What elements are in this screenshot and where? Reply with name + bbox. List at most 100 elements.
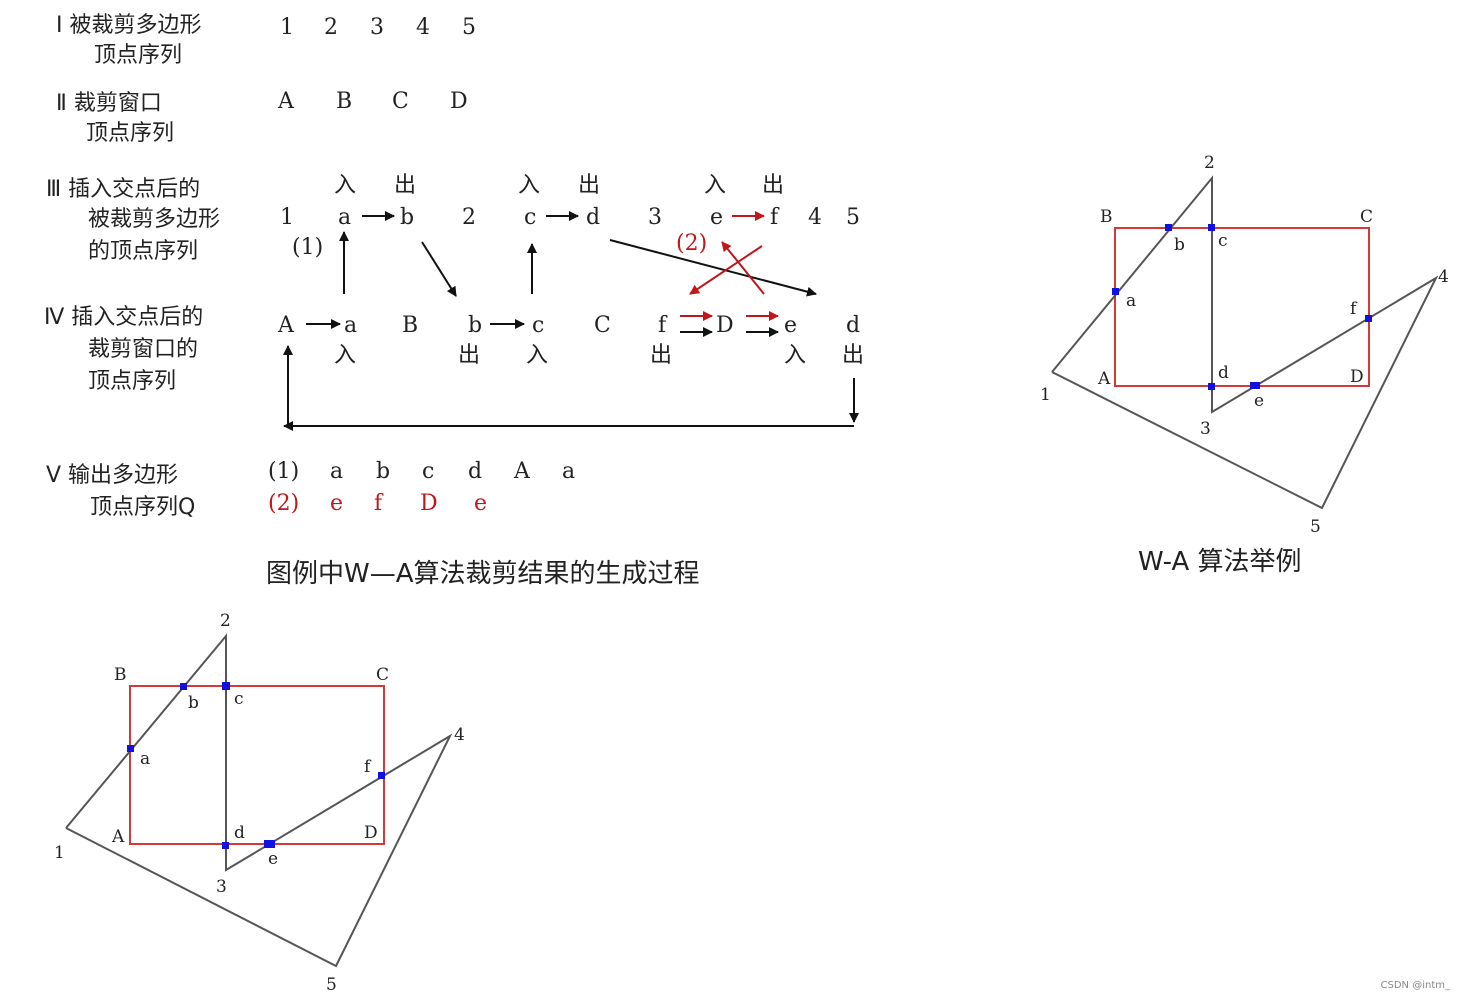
figure-right-intersection: b xyxy=(1174,235,1185,255)
figure-right-vertex: 5 xyxy=(1310,517,1321,537)
row2-vertex: A xyxy=(277,89,295,114)
marker-1: (1) xyxy=(292,235,323,260)
row1-vertex: 5 xyxy=(462,15,476,40)
row1-vertex: 1 xyxy=(280,15,294,40)
row2-label-0: Ⅱ 裁剪窗口 xyxy=(56,91,162,116)
figure-bottom-intersection: a xyxy=(140,749,150,769)
row4-tag: 入 xyxy=(526,343,548,368)
row3-tag: 入 xyxy=(518,173,540,198)
row4-vertex: c xyxy=(532,313,544,338)
row1-vertex: 4 xyxy=(416,15,430,40)
row5-label-1: 顶点序列Q xyxy=(90,495,195,520)
row4-vertex: b xyxy=(468,313,482,338)
row3-label-2: 的顶点序列 xyxy=(88,239,198,264)
row4-label-2: 顶点序列 xyxy=(88,369,176,394)
figure-right-intersection: a xyxy=(1126,291,1136,311)
row1-vertex: 3 xyxy=(370,15,384,40)
row4-vertex: f xyxy=(658,313,668,338)
figure-bottom-vertex: 5 xyxy=(326,975,337,995)
row3-vertex: 5 xyxy=(846,205,860,230)
row4-label-0: Ⅳ 插入交点后的 xyxy=(44,305,203,330)
row3-vertex: a xyxy=(338,205,351,230)
figure-bottom-intersection: b xyxy=(188,693,199,713)
watermark: CSDN @intm_ xyxy=(1380,980,1450,991)
row4-vertex: a xyxy=(344,313,357,338)
marker-2: (2) xyxy=(676,231,707,256)
row4-tag: 入 xyxy=(784,343,806,368)
row4-vertex: e xyxy=(784,313,797,338)
row3-vertex: d xyxy=(586,205,600,230)
figure-bottom-window-label: A xyxy=(111,827,125,847)
figure-bottom-intersection: e xyxy=(268,849,278,869)
figure-right-vertex: 4 xyxy=(1438,267,1449,287)
output-seq-1: b xyxy=(376,459,390,484)
output-seq-1: a xyxy=(562,459,575,484)
output-seq-1: a xyxy=(330,459,343,484)
row3-vertex: b xyxy=(400,205,414,230)
figure-bottom-vertex: 4 xyxy=(454,725,465,745)
row4-vertex: B xyxy=(402,313,418,338)
output-seq-1: c xyxy=(422,459,434,484)
row1-vertex: 2 xyxy=(324,15,338,40)
caption-left: 图例中W—A算法裁剪结果的生成过程 xyxy=(266,559,700,589)
figure-right-window-label: B xyxy=(1100,207,1113,227)
figure-bottom-vertex: 1 xyxy=(54,843,65,863)
row4-arrows xyxy=(283,311,859,431)
row3-label-1: 被裁剪多边形 xyxy=(88,207,220,232)
figure-bottom-window-label: C xyxy=(376,665,389,685)
row4-tag: 出 xyxy=(458,343,480,368)
figure-right-vertex: 1 xyxy=(1040,385,1051,405)
figure-right-vertex: 2 xyxy=(1204,153,1215,173)
row4-vertex: D xyxy=(716,313,734,338)
subject-polygon-bottom xyxy=(65,633,453,968)
row4-vertex: d xyxy=(846,313,860,338)
output-seq-2: e xyxy=(330,491,343,516)
row4-tag: 出 xyxy=(842,343,864,368)
figure-bottom-vertex: 2 xyxy=(220,611,231,631)
output-seq-1: (1) xyxy=(268,459,299,484)
figure-right xyxy=(1051,175,1439,510)
row3-vertex: c xyxy=(524,205,536,230)
row3-vertex: 4 xyxy=(808,205,822,230)
row3-vertex: 1 xyxy=(280,205,294,230)
row3-tag: 入 xyxy=(704,173,726,198)
output-seq-2: e xyxy=(474,491,487,516)
row1-label-1: 顶点序列 xyxy=(94,43,182,68)
row3-label-0: Ⅲ 插入交点后的 xyxy=(46,177,200,202)
figure-right-intersection: f xyxy=(1350,299,1358,319)
output-seq-1: A xyxy=(513,459,531,484)
row4-label-1: 裁剪窗口的 xyxy=(88,337,198,362)
row3-tag: 出 xyxy=(762,173,784,198)
output-seq-2: (2) xyxy=(268,491,299,516)
row1-label-0: Ⅰ 被裁剪多边形 xyxy=(56,13,201,38)
row3-vertex: f xyxy=(770,205,780,230)
figure-right-window-label: D xyxy=(1350,367,1364,387)
figure-bottom-window-label: B xyxy=(114,665,127,685)
figure-bottom-intersection: f xyxy=(364,757,372,777)
output-seq-2: D xyxy=(420,491,438,516)
figure-right-intersection: d xyxy=(1218,363,1229,383)
row3-vertex: 2 xyxy=(462,205,476,230)
output-seq-2: f xyxy=(374,491,384,516)
figure-right-vertex: 3 xyxy=(1200,419,1211,439)
caption-right: W-A 算法举例 xyxy=(1138,547,1302,577)
row4-tag: 入 xyxy=(334,343,356,368)
figure-right-window-label: C xyxy=(1360,207,1373,227)
row3-tag: 入 xyxy=(334,173,356,198)
row3-arrows xyxy=(339,211,817,297)
figure-bottom xyxy=(65,633,453,968)
figure-right-window-label: A xyxy=(1097,369,1111,389)
row3-vertex: e xyxy=(710,205,723,230)
row3-tag: 出 xyxy=(394,173,416,198)
row4-vertex: C xyxy=(594,313,611,338)
row4-tag: 出 xyxy=(650,343,672,368)
output-seq-1: d xyxy=(468,459,482,484)
row5-label-0: Ⅴ 输出多边形 xyxy=(46,463,178,488)
row4-vertex: A xyxy=(277,313,295,338)
subject-polygon-right xyxy=(1051,175,1439,510)
figure-bottom-window-label: D xyxy=(364,823,378,843)
figure-bottom-intersection: d xyxy=(234,823,245,843)
figure-bottom-vertex: 3 xyxy=(216,877,227,897)
row2-label-1: 顶点序列 xyxy=(86,121,174,146)
